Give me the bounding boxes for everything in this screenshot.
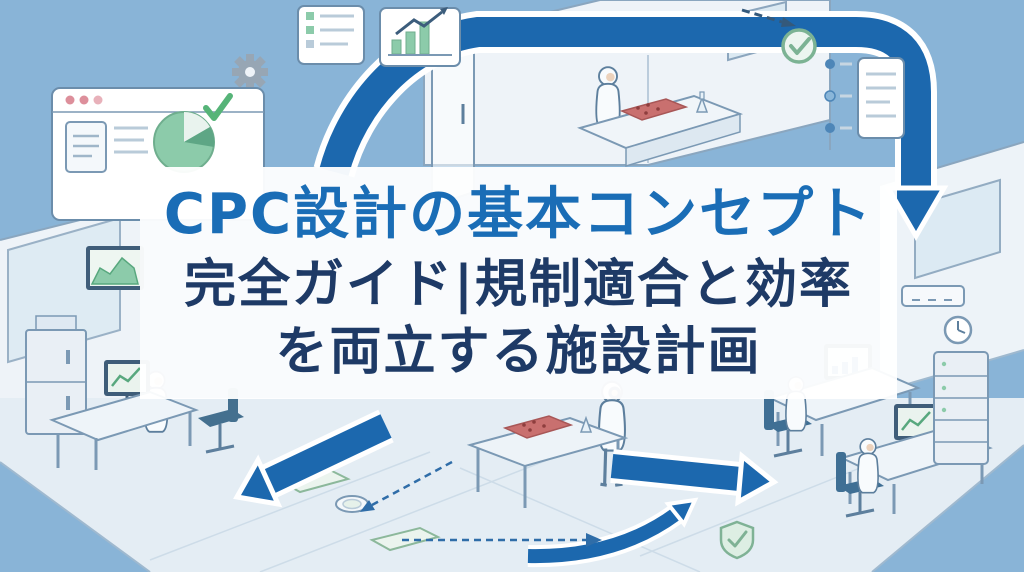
workflow-arrow-top: [313, 11, 949, 241]
wall-monitor-icon: [86, 246, 144, 290]
pie-chart-icon: [153, 111, 215, 173]
checklist-card: [297, 5, 365, 65]
worker-figure-right-2: [857, 438, 879, 494]
timeline-icon: [824, 58, 852, 150]
left-desk: [49, 360, 200, 470]
flask-icon: [695, 91, 709, 113]
workflow-arrow-curve: [527, 497, 699, 568]
checkmark-icon: [203, 93, 233, 121]
storage-cabinet-icon: [25, 315, 87, 435]
dashed-arrow-3: [741, 8, 796, 27]
lab-bench: [577, 91, 744, 168]
title-line-3: を両立する施設計画: [275, 322, 762, 383]
traffic-light-dots: [65, 95, 103, 105]
air-conditioner-icon: [901, 285, 965, 307]
server-rack-icon: [933, 351, 989, 465]
title-banner: CPC設計の基本コンセプト 完全ガイド|規制適合と効率 を両立する施設計画: [140, 167, 897, 399]
gear-icon: [232, 54, 268, 90]
shield-check-icon: [719, 520, 755, 560]
dashed-arrow-2: [402, 533, 602, 547]
dashed-arrow-1: [360, 460, 453, 512]
flask-icon-2: [579, 415, 593, 433]
clock-icon: [943, 315, 973, 345]
desk-monitor-icon-3: [894, 404, 942, 450]
title-line-2: 完全ガイド|規制適合と効率: [184, 254, 853, 315]
document-icon: [65, 121, 107, 173]
workflow-arrow-left: [233, 409, 394, 508]
petri-dish-icon: [335, 495, 369, 513]
trend-arrow-icon: [395, 7, 448, 36]
workflow-arrow-right: [610, 449, 779, 507]
desk-monitor-icon: [104, 360, 150, 404]
bar-chart-card: [379, 7, 461, 67]
sample-tray-icon: [619, 98, 689, 121]
sample-tray-icon-2: [502, 415, 574, 439]
side-panel-card: [857, 57, 905, 139]
center-table: [466, 415, 629, 508]
check-circle-icon: [781, 28, 817, 64]
title-line-1: CPC設計の基本コンセプト: [163, 182, 874, 248]
right-desk-2: [839, 404, 993, 514]
